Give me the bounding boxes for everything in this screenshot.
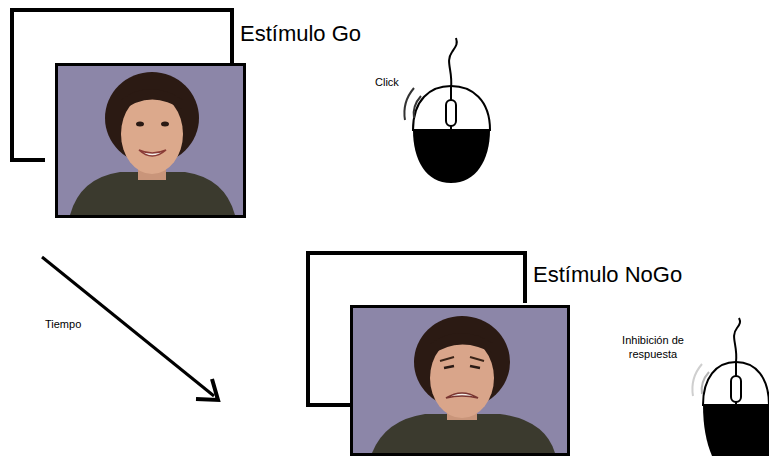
eye [470,366,480,368]
time-label: Tiempo [45,318,81,332]
brow [440,357,454,361]
smile [139,150,166,156]
mouse-wheel [731,376,741,402]
motion-arc [404,88,414,120]
motion-arc [702,372,709,394]
brow [470,357,484,361]
mouse-top [703,362,769,405]
arrow-head [196,379,218,400]
photo-sad [353,308,567,453]
time-arrow [42,257,214,396]
motion-arc [692,364,702,396]
mouse-bottom [703,405,769,456]
fringe [121,89,183,112]
stimulus-frame: Estímulo Go [12,10,392,220]
mouse-cable [734,318,740,362]
mouse-top [413,86,490,130]
mouse-cable [449,38,457,88]
stimulus-heading: Estímulo NoGo [533,263,682,287]
mouse-wheel [446,100,456,126]
motion-arc [414,96,421,118]
photo-ground [58,66,243,215]
stimulus-heading: Estímulo Go [240,22,361,46]
photo-ground [353,308,567,453]
photo-happy [58,66,243,215]
eye [161,122,169,127]
grimace [446,393,478,398]
mouse-bottom [413,130,490,183]
photo-frame [57,65,245,217]
eye [444,366,454,368]
fringe [430,333,494,356]
response-label: Inhibición de respuesta [612,334,694,362]
face [121,94,183,174]
response-label: Click [375,76,399,90]
photo-frame [352,307,569,455]
stimulus-frame: Estímulo NoGo [308,253,763,453]
eye [136,122,144,127]
